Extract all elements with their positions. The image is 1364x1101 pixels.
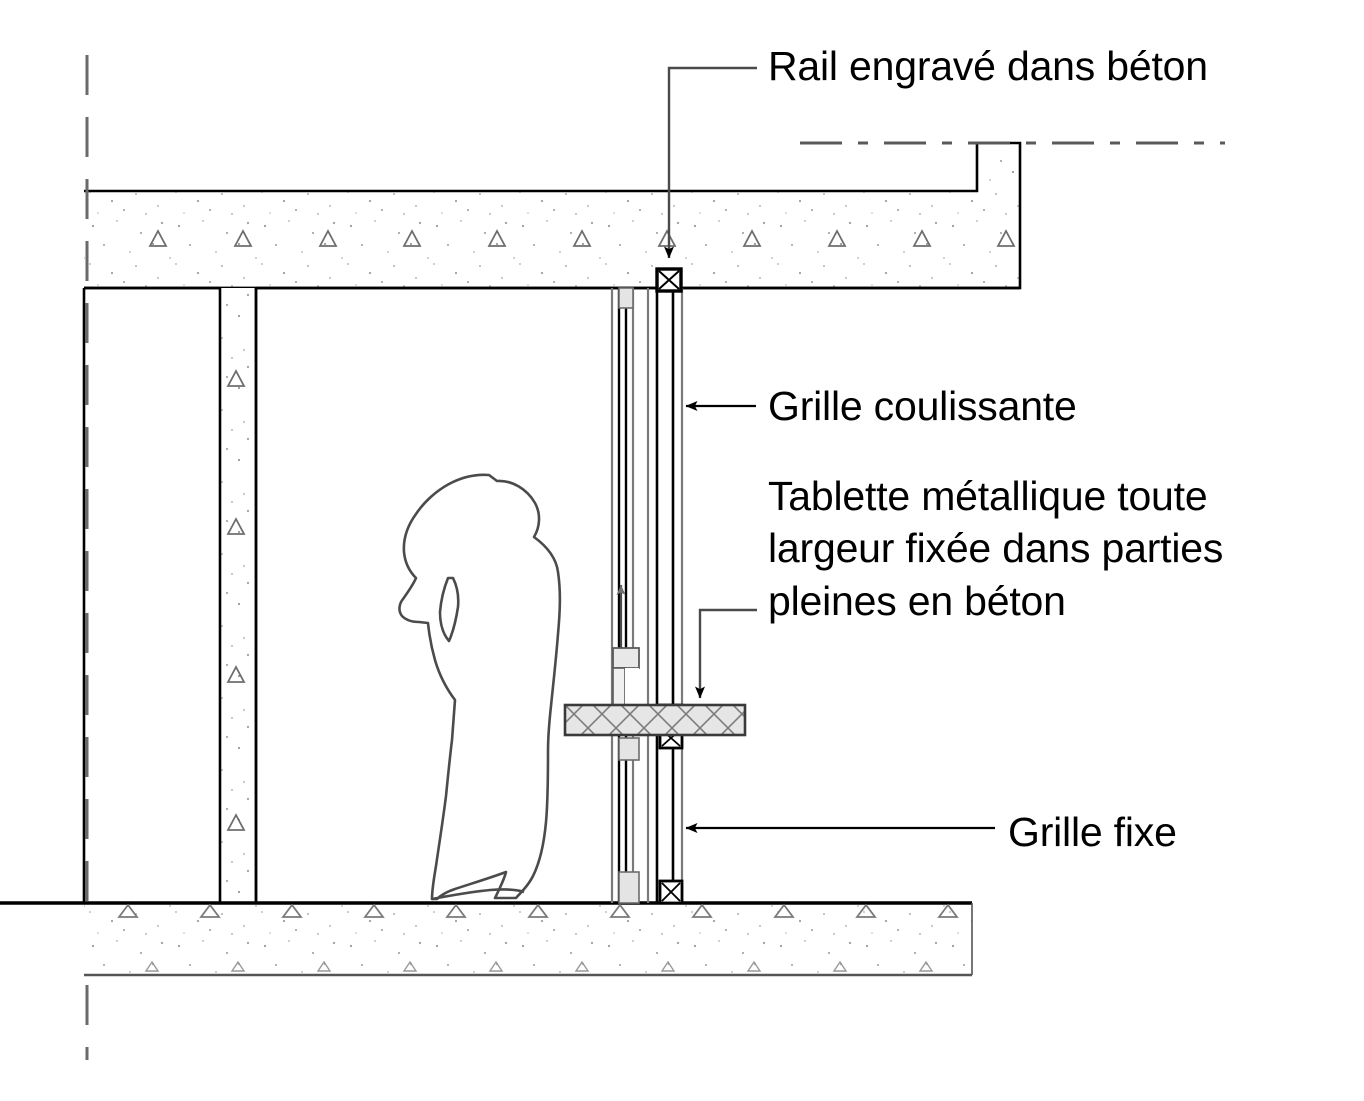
leader-rail	[664, 66, 757, 259]
ceiling-concrete-triangles	[148, 229, 1016, 247]
metal-shelf	[563, 703, 747, 737]
human-scale-figure	[398, 473, 562, 901]
annotation-grille-coulissante: Grille coulissante	[768, 383, 1077, 429]
floor-slab	[0, 901, 973, 977]
ceiling-slab	[84, 141, 1022, 290]
rail-connector-floor	[658, 879, 684, 905]
fixed-grille[interactable]	[646, 288, 684, 903]
engraved-rail-channel	[655, 267, 683, 293]
annotation-rail-engrave: Rail engravé dans béton	[768, 43, 1208, 89]
column-concrete-triangles	[226, 369, 246, 831]
annotation-tablette-metallique: Tablette métallique toute largeur fixée …	[768, 470, 1338, 627]
annotation-tablette-line-3: pleines en béton	[768, 577, 1066, 624]
annotation-grille-fixe: Grille fixe	[1008, 809, 1177, 855]
room-outline	[82, 286, 1020, 903]
floor-concrete-triangles-bottom	[144, 960, 934, 972]
sliding-grille[interactable]	[610, 287, 640, 904]
leader-tablette	[695, 608, 757, 699]
floor-concrete-triangles-top	[117, 903, 959, 918]
annotation-tablette-line-1: Tablette métallique toute	[768, 473, 1208, 519]
concrete-column	[218, 288, 258, 903]
annotation-tablette-line-2: largeur fixée dans parties	[768, 525, 1224, 572]
